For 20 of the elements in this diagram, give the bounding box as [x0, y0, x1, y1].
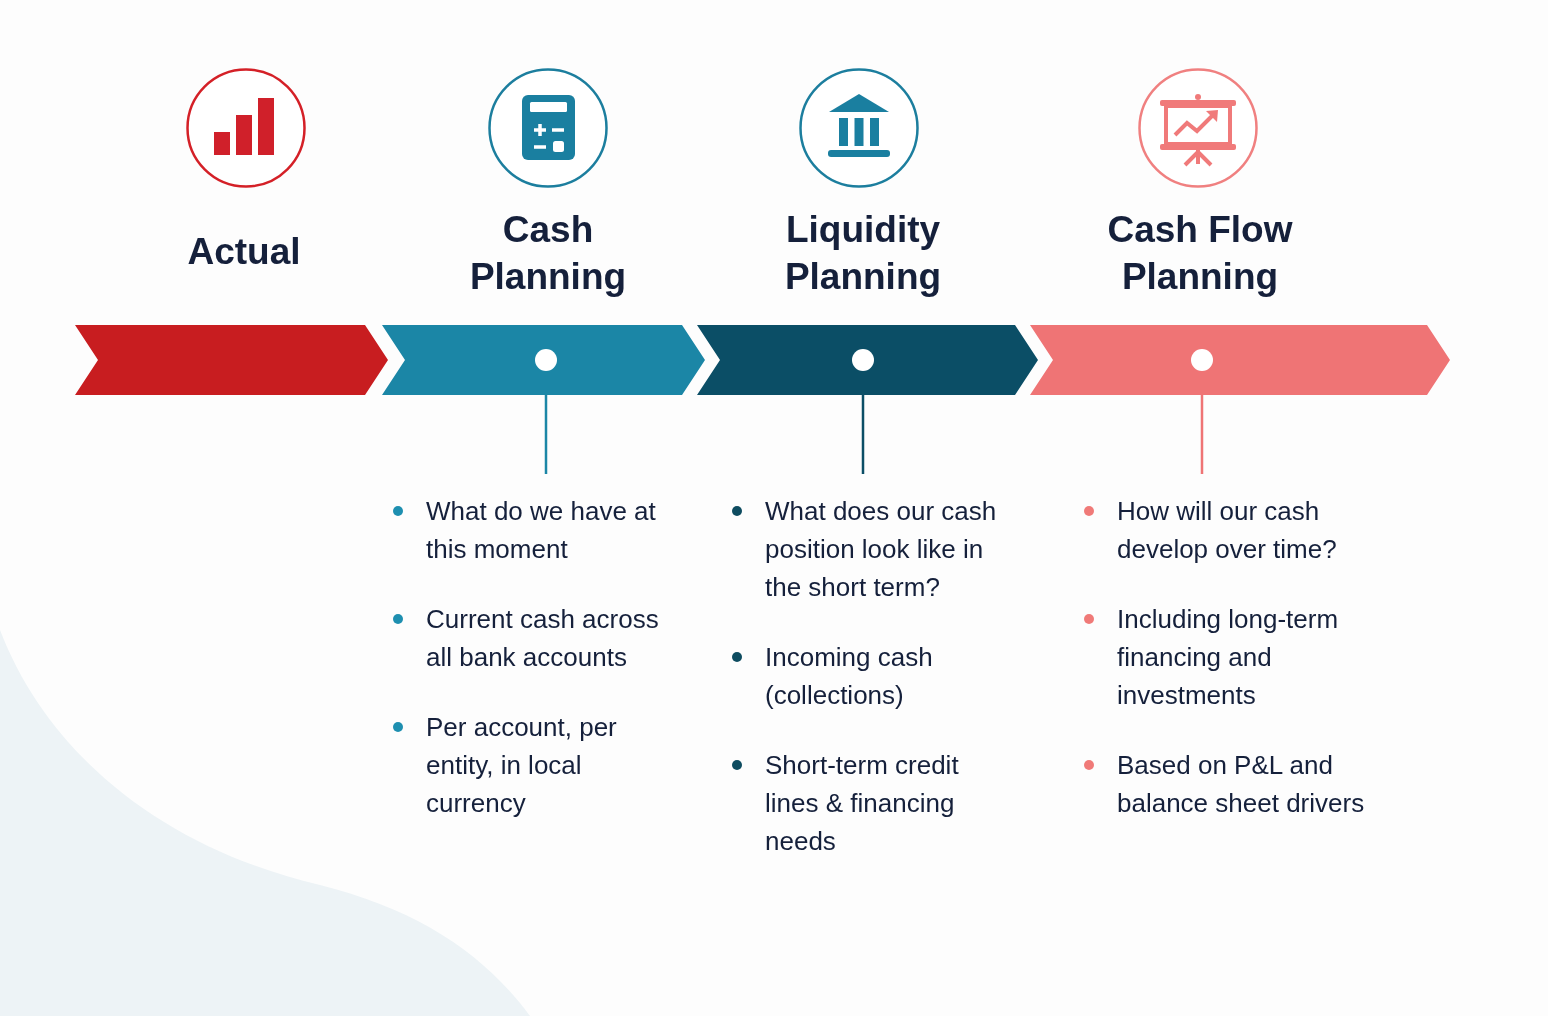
list-item-text: Based on P&L and balance sheet drivers: [1117, 749, 1366, 820]
stage-heading: Liquidity Planning: [784, 208, 942, 299]
stage-band: [697, 325, 1038, 395]
leader-line: [861, 395, 865, 474]
list-item-text: Including long-term financing and investments: [1117, 603, 1340, 712]
list-item-text: How will our cash develop over time?: [1117, 495, 1338, 566]
stage-band: [382, 325, 705, 395]
stage-band: [75, 325, 388, 395]
list-item-text: Short-term credit lines & financing needs: [765, 749, 960, 858]
list-item-text: Current cash across all bank accounts: [426, 603, 660, 674]
list-item-text: What does our cash position look like in the short term?: [765, 495, 998, 604]
stage-heading: Actual: [186, 230, 302, 274]
list-item-text: Per account, per entity, in local currency: [426, 711, 618, 820]
stage-heading: Cash Planning: [469, 208, 627, 299]
leader-line: [1200, 395, 1204, 474]
list-item-text: Incoming cash (collections): [765, 641, 934, 712]
list-item-text: What do we have at this moment: [426, 495, 657, 566]
leader-line: [544, 395, 548, 474]
stage-heading: Cash Flow Planning: [1106, 208, 1294, 299]
stage-band: [1030, 325, 1450, 395]
